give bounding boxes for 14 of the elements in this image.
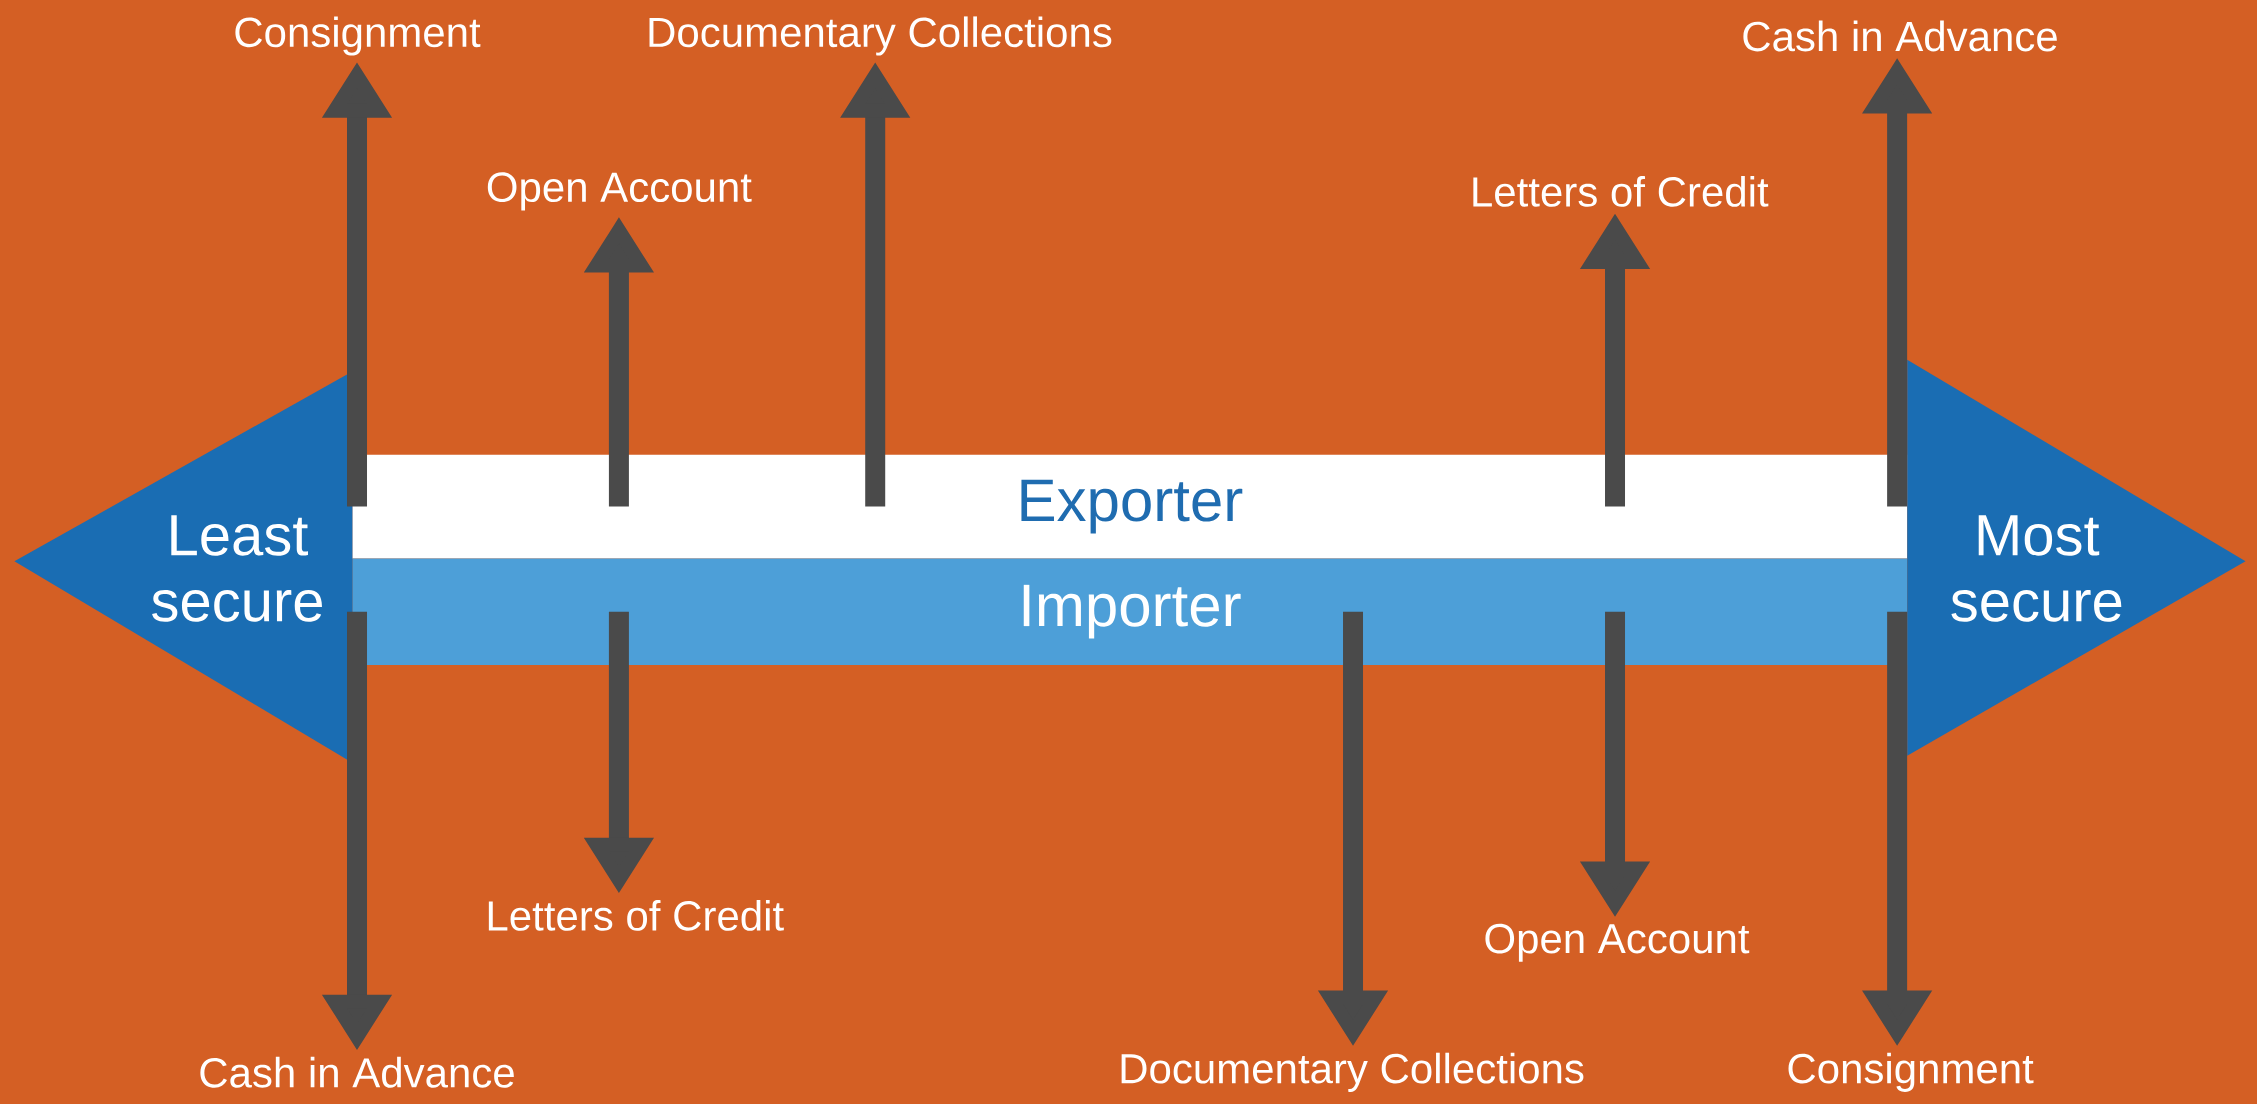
- arrow-end-triangle: Most secure: [1907, 359, 2246, 756]
- band: Exporter: [352, 454, 1908, 559]
- option-label: Cash in Advance: [200, 1056, 514, 1088]
- option-label: Letters of Credit: [488, 899, 784, 931]
- option-label: Documentary Collections: [649, 16, 1112, 56]
- option-label: Consignment: [235, 16, 481, 56]
- option-label: Documentary Collections: [1121, 1052, 1584, 1092]
- option-label: Open Account: [487, 172, 752, 211]
- option-label: Cash in Advance: [1743, 20, 2057, 52]
- option-label: Letters of Credit: [1473, 175, 1769, 207]
- arrow-end-triangle: Least secure: [14, 371, 353, 763]
- option-label: Open Account: [1485, 923, 1750, 962]
- option-label: Consignment: [1788, 1052, 2034, 1092]
- band: Importer: [352, 558, 1908, 665]
